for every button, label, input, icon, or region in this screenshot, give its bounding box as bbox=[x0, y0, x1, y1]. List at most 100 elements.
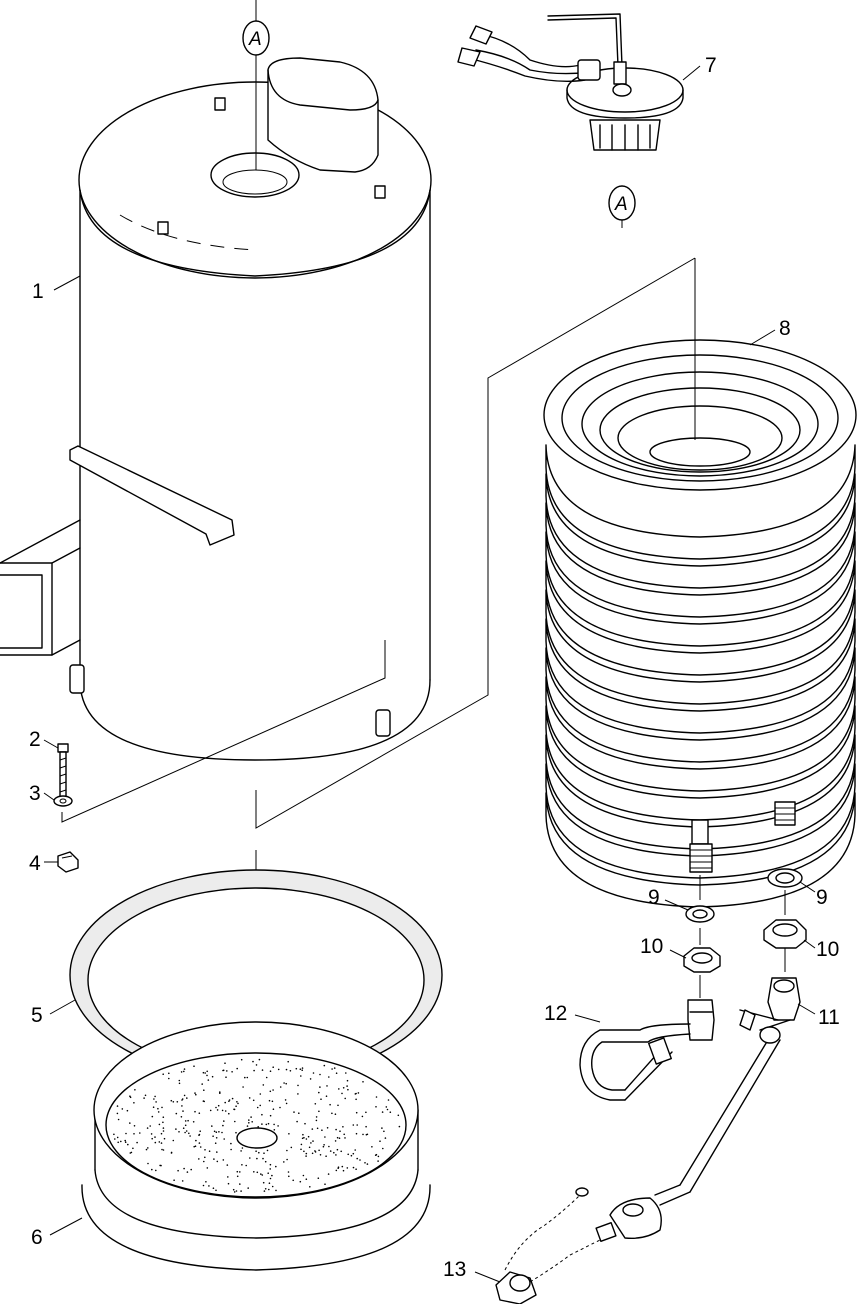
sand-grain bbox=[340, 1150, 343, 1153]
sand-grain bbox=[223, 1138, 225, 1140]
sand-grain bbox=[312, 1072, 315, 1074]
sand-grain bbox=[305, 1152, 308, 1155]
sand-grain bbox=[381, 1111, 384, 1113]
sand-grain bbox=[342, 1169, 345, 1172]
sand-grain bbox=[310, 1142, 312, 1144]
sand-grain bbox=[113, 1133, 115, 1136]
sand-grain bbox=[126, 1109, 129, 1112]
sand-grain bbox=[361, 1115, 364, 1118]
coil-turn bbox=[545, 618, 856, 734]
sand-grain bbox=[248, 1119, 250, 1121]
part-label-11: 11 bbox=[818, 1006, 840, 1029]
sand-grain bbox=[204, 1072, 206, 1074]
sand-grain bbox=[216, 1109, 219, 1111]
sand-grain bbox=[127, 1143, 129, 1146]
sand-grain bbox=[206, 1167, 209, 1169]
sand-grain bbox=[277, 1068, 280, 1071]
sand-grain bbox=[297, 1093, 299, 1095]
sand-grain bbox=[203, 1160, 205, 1163]
coil-turn bbox=[545, 444, 856, 560]
sand-grain bbox=[337, 1166, 340, 1168]
sand-grain bbox=[335, 1128, 337, 1131]
sand-grain bbox=[328, 1145, 330, 1148]
sand-grain bbox=[155, 1101, 157, 1103]
sand-grain bbox=[328, 1076, 330, 1078]
sand-grain bbox=[198, 1112, 201, 1114]
sand-grain bbox=[284, 1099, 287, 1101]
sand-grain bbox=[383, 1130, 385, 1133]
sand-grain bbox=[194, 1092, 196, 1094]
sand-grain bbox=[389, 1111, 392, 1113]
sand-grain bbox=[326, 1127, 329, 1129]
sand-grain bbox=[261, 1069, 264, 1071]
sand-grain bbox=[311, 1128, 314, 1130]
sand-grain bbox=[258, 1151, 260, 1154]
sand-grain bbox=[120, 1140, 122, 1143]
sand-grain bbox=[386, 1108, 389, 1111]
sand-grain bbox=[116, 1105, 119, 1107]
sand-grain bbox=[231, 1071, 233, 1073]
sand-grain bbox=[261, 1113, 263, 1116]
sand-grain bbox=[226, 1164, 229, 1166]
sand-grain bbox=[235, 1131, 237, 1134]
sand-grain bbox=[160, 1142, 163, 1144]
sand-grain bbox=[305, 1155, 307, 1157]
washer bbox=[53, 795, 73, 807]
part-label-8: 8 bbox=[779, 317, 791, 340]
coil-turn bbox=[545, 560, 856, 676]
sand-grain bbox=[181, 1105, 183, 1107]
tank bbox=[0, 30, 432, 761]
sand-grain bbox=[241, 1164, 243, 1166]
sand-grain bbox=[319, 1073, 321, 1076]
sand-grain bbox=[209, 1109, 212, 1112]
sand-grain bbox=[268, 1182, 271, 1184]
sand-grain bbox=[320, 1098, 322, 1100]
sand-grain bbox=[382, 1147, 384, 1150]
sand-grain bbox=[222, 1124, 224, 1127]
sand-grain bbox=[300, 1148, 302, 1151]
sand-grain bbox=[263, 1152, 265, 1154]
sand-grain bbox=[239, 1171, 241, 1173]
sand-grain bbox=[336, 1136, 339, 1139]
sand-grain bbox=[269, 1177, 272, 1180]
sand-grain bbox=[187, 1119, 189, 1122]
sand-grain bbox=[221, 1131, 223, 1134]
sand-grain bbox=[248, 1097, 251, 1099]
sand-grain bbox=[329, 1103, 331, 1106]
sand-grain bbox=[230, 1148, 232, 1151]
sand-grain bbox=[149, 1125, 151, 1127]
sand-grain bbox=[189, 1135, 191, 1137]
sand-grain bbox=[236, 1067, 238, 1070]
part-label-3: 3 bbox=[29, 782, 41, 805]
sand-grain bbox=[331, 1112, 333, 1115]
sand-grain bbox=[333, 1067, 336, 1069]
sand-grain bbox=[212, 1135, 214, 1137]
sand-grain bbox=[181, 1099, 183, 1101]
sand-grain bbox=[318, 1110, 320, 1113]
sand-grain bbox=[335, 1072, 338, 1074]
sand-grain bbox=[304, 1122, 306, 1125]
sand-grain bbox=[331, 1068, 333, 1070]
sand-grain bbox=[163, 1137, 166, 1140]
part-label-13: 13 bbox=[443, 1258, 466, 1281]
sand-grain bbox=[375, 1153, 378, 1156]
sand-grain bbox=[183, 1167, 185, 1170]
sand-grain bbox=[311, 1152, 314, 1155]
sand-grain bbox=[259, 1104, 262, 1107]
sand-grain bbox=[147, 1147, 149, 1149]
sand-grain bbox=[267, 1122, 270, 1125]
sand-grain bbox=[172, 1139, 175, 1142]
sand-grain bbox=[185, 1130, 188, 1132]
sand-grain bbox=[175, 1128, 177, 1130]
sand-grain bbox=[303, 1150, 305, 1153]
sand-grain bbox=[326, 1085, 328, 1087]
sand-grain bbox=[263, 1190, 266, 1192]
sand-grain bbox=[269, 1163, 272, 1166]
sand-grain bbox=[195, 1139, 197, 1142]
sand-grain bbox=[275, 1189, 277, 1192]
sand-grain bbox=[194, 1110, 196, 1113]
sand-grain bbox=[355, 1132, 358, 1135]
sand-grain bbox=[233, 1108, 236, 1111]
sand-grain bbox=[215, 1106, 217, 1109]
sand-grain bbox=[324, 1183, 326, 1185]
